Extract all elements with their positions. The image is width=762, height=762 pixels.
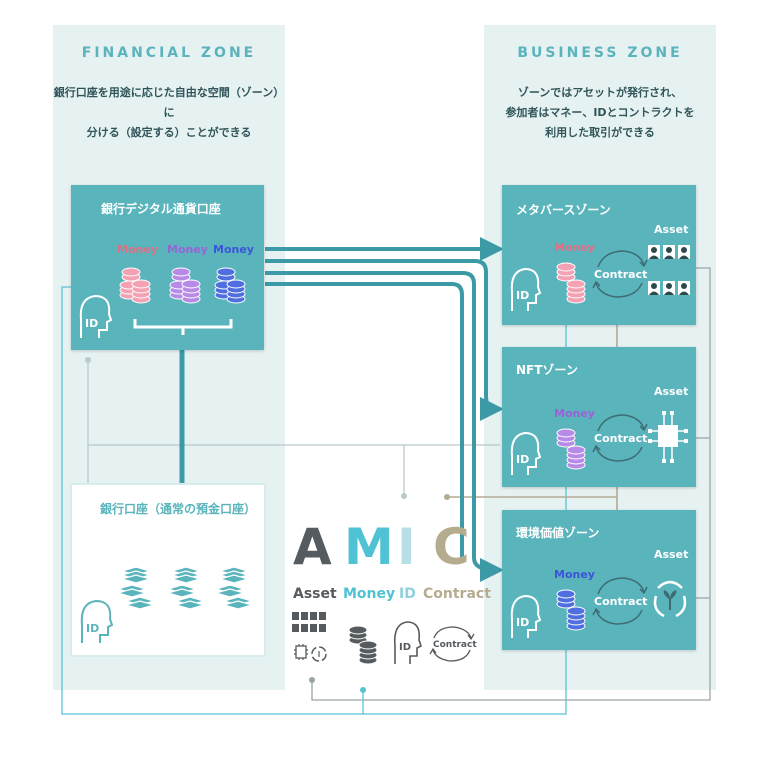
id-label: ID	[85, 317, 99, 330]
zone-asset-metaverse: Asset	[654, 223, 689, 236]
amic-word-id: ID	[399, 586, 416, 602]
zone-asset-environment: Asset	[654, 548, 689, 561]
arrow-to-nft	[265, 259, 504, 421]
contract-cycle-icon-3	[592, 577, 648, 625]
zone-id-metaverse: ID	[516, 289, 530, 302]
cash-stack-icon-2	[165, 566, 207, 610]
business-zone-desc-line1: ゾーンではアセットが発行され、	[517, 86, 683, 99]
zone-person-id-icon-2	[510, 431, 542, 475]
amic-word-money: Money	[343, 586, 396, 602]
business-zone-desc-line2: 参加者はマネー、IDとコントラクトを	[505, 106, 695, 119]
contract-cycle-icon	[592, 250, 648, 298]
contract-cycle-icon-2	[592, 414, 648, 462]
coin-stack-red-icon	[119, 267, 151, 304]
zone-box-environment: 環境価値ゾーン Money Contract Asset ID	[502, 510, 696, 650]
zone-money-metaverse: Money	[554, 241, 595, 254]
amic-word-contract: Contract	[423, 586, 491, 602]
amic-letter-c: C	[433, 518, 470, 576]
person-id-icon	[79, 294, 113, 338]
zone-title-environment: 環境価値ゾーン	[516, 526, 600, 540]
amic-word-asset: Asset	[293, 586, 337, 602]
coin-stack-purple-icon	[169, 267, 201, 304]
bank-id-label: ID	[86, 622, 100, 635]
bank-account-box: 銀行口座（通常の預金口座） ID	[70, 483, 266, 657]
money-label-blue: Money	[213, 243, 254, 256]
business-zone-desc: ゾーンではアセットが発行され、 参加者はマネー、IDとコントラクトを 利用した取…	[484, 83, 716, 143]
cash-stack-icon-3	[213, 566, 255, 610]
nft-chip-asset-icon	[648, 411, 688, 463]
financial-zone-desc-line1: 銀行口座を用途に応じた自由な空間（ゾーン）に	[53, 86, 285, 119]
legend-id-person-icon	[393, 621, 422, 664]
zone-person-id-icon-3	[510, 594, 542, 638]
coin-stack-blue-icon	[214, 267, 246, 304]
zone-asset-nft: Asset	[654, 385, 689, 398]
eco-recycle-asset-icon	[653, 580, 687, 618]
zone-title-metaverse: メタバースゾーン	[516, 203, 611, 217]
financial-zone-desc-line2: 分ける（設定する）ことができる	[86, 126, 252, 139]
zone-contract-nft: Contract	[594, 432, 648, 445]
amic-letter-a: A	[293, 518, 332, 576]
bank-account-title: 銀行口座（通常の預金口座）	[100, 502, 257, 516]
zone-coin-red-icon	[556, 262, 586, 304]
amic-letter-i: I	[397, 518, 416, 576]
zone-coin-purple-icon	[556, 428, 586, 470]
zone-person-id-icon	[510, 267, 542, 311]
business-zone-title: BUSINESS ZONE	[517, 45, 683, 61]
zone-box-nft: NFTゾーン Money Contract Asset ID	[502, 347, 696, 487]
bracket-icon	[133, 319, 233, 335]
legend-contract-icon-label: Contract	[433, 640, 477, 650]
zone-id-environment: ID	[516, 616, 530, 629]
amic-letter-m: M	[344, 518, 394, 576]
arrow-to-environment	[265, 271, 504, 582]
digital-currency-account-box: 銀行デジタル通貨口座 Money Money Money ID	[71, 185, 264, 350]
digital-currency-account-title: 銀行デジタル通貨口座	[101, 202, 221, 216]
cash-stack-icon-1	[115, 566, 157, 610]
zone-coin-blue-icon	[556, 589, 586, 631]
avatars-asset-icon	[648, 245, 690, 295]
money-label-red: Money	[117, 243, 158, 256]
zone-money-nft: Money	[554, 407, 595, 420]
business-zone-desc-line3: 利用した取引ができる	[545, 126, 655, 139]
financial-zone-title: FINANCIAL ZONE	[81, 45, 257, 61]
legend-asset-icons	[292, 612, 327, 662]
zone-box-metaverse: メタバースゾーン Money Contract Asset ID	[502, 185, 696, 325]
financial-zone-desc: 銀行口座を用途に応じた自由な空間（ゾーン）に 分ける（設定する）ことができる	[53, 83, 285, 143]
asset-loop-gray	[311, 267, 711, 701]
zone-id-nft: ID	[516, 453, 530, 466]
zone-contract-environment: Contract	[594, 595, 648, 608]
zone-title-nft: NFTゾーン	[516, 363, 578, 377]
legend-contract-cycle-icon	[429, 626, 475, 662]
money-label-purple: Money	[167, 243, 208, 256]
zone-contract-metaverse: Contract	[594, 268, 648, 281]
bank-person-id-icon	[80, 599, 114, 643]
legend-id-icon-label: ID	[399, 642, 412, 653]
zone-money-environment: Money	[554, 568, 595, 581]
legend-money-icon	[348, 625, 378, 665]
